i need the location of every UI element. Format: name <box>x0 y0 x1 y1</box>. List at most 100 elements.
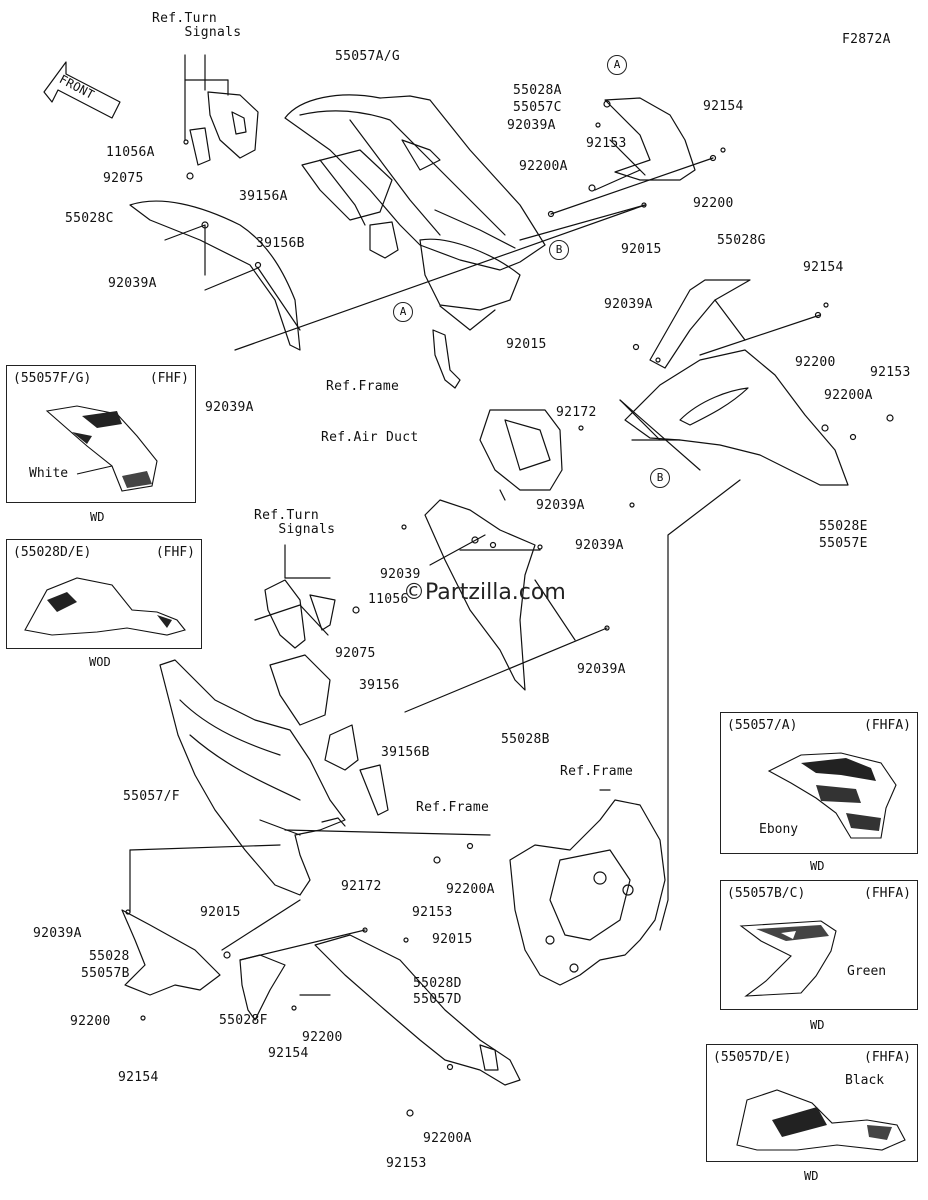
label-92200a-mid: 92200A <box>446 882 495 897</box>
inset-cowl-drawing <box>767 752 897 839</box>
label-ref-frame-top: Ref.Frame <box>326 379 400 394</box>
air-duct-part <box>479 409 635 508</box>
label-92015-mid: 92015 <box>506 337 547 352</box>
front-arrow-icon <box>43 61 121 119</box>
bracket-55028g-part <box>619 279 829 471</box>
callout-a-left: A <box>393 302 413 322</box>
label-55057e: 55057E <box>819 536 868 551</box>
label-92039a-airduct: 92039A <box>536 498 585 513</box>
inset-caption: WD <box>804 1169 819 1183</box>
label-55057d: 55057D <box>413 992 462 1007</box>
label-11056a: 11056A <box>106 145 155 160</box>
label-92153-mid: 92153 <box>412 905 453 920</box>
inset-box-55057de: (55057D/E) (FHFA) Black <box>706 1044 918 1162</box>
inset-box-55028de: (55028D/E) (FHF) <box>6 539 202 649</box>
label-39156b-top: 39156B <box>256 236 305 251</box>
inset-title: (55028D/E) <box>13 545 92 560</box>
label-92154-bottom: 92154 <box>268 1046 309 1061</box>
center-panel-55028b-part <box>401 499 610 713</box>
inset-cowl-drawing <box>45 405 158 492</box>
label-55028a: 55028A <box>513 83 562 98</box>
heat-shield-39156b <box>369 221 399 259</box>
label-92200-bottom-left: 92200 <box>70 1014 111 1029</box>
label-ref-turn-signals-top: Ref.Turn Signals <box>152 11 242 40</box>
inset-box-55057a: (55057/A) (FHFA) Ebony <box>720 712 918 854</box>
turn-signal-mid-part <box>254 544 360 649</box>
label-92200a-top: 92200A <box>519 159 568 174</box>
label-11056: 11056 <box>368 592 409 607</box>
label-92075-mid: 92075 <box>335 646 376 661</box>
label-92172-top: 92172 <box>556 405 597 420</box>
label-55028c: 55028C <box>65 211 114 226</box>
label-39156b-mid: 39156B <box>381 745 430 760</box>
label-92039a-top: 92039A <box>507 118 556 133</box>
label-92039a-left1: 92039A <box>108 276 157 291</box>
label-92153-bottom: 92153 <box>386 1156 427 1171</box>
label-55057f: 55057/F <box>123 789 180 804</box>
inset-code: (FHFA) <box>864 718 911 733</box>
inset-code: (FHFA) <box>864 1050 911 1065</box>
inset-belly-drawing <box>24 577 186 636</box>
inset-caption: WD <box>90 510 105 524</box>
label-92154-right: 92154 <box>803 260 844 275</box>
inset-code: (FHF) <box>155 545 195 560</box>
upper-right-cover-part <box>547 97 726 218</box>
inner-panel-part <box>419 238 521 389</box>
label-92200-bottom: 92200 <box>302 1030 343 1045</box>
label-ref-frame-right: Ref.Frame <box>560 764 634 779</box>
label-92200a-bottom: 92200A <box>423 1131 472 1146</box>
label-55028d: 55028D <box>413 976 462 991</box>
inset-code: (FHF) <box>149 371 189 386</box>
inset-code: (FHFA) <box>864 886 911 901</box>
label-92015-top: 92015 <box>621 242 662 257</box>
inset-color: White <box>29 466 69 481</box>
label-92039: 92039 <box>380 567 421 582</box>
inset-title: (55057B/C) <box>727 886 806 901</box>
label-92039a-left2: 92039A <box>205 400 254 415</box>
label-39156: 39156 <box>359 678 400 693</box>
lower-right-cowl-part <box>624 349 894 486</box>
inset-caption: WOD <box>89 655 111 669</box>
label-92200-right: 92200 <box>795 355 836 370</box>
label-92015-bottom1: 92015 <box>200 905 241 920</box>
label-ref-turn-signals-mid: Ref.Turn Signals <box>254 508 336 537</box>
lower-left-cowl-part <box>159 659 491 896</box>
label-92039a-bottom: 92039A <box>33 926 82 941</box>
label-92039a-right: 92039A <box>604 297 653 312</box>
inset-caption: WD <box>810 1018 825 1032</box>
label-ref-frame-mid: Ref.Frame <box>416 800 490 815</box>
label-55028f: 55028F <box>219 1013 268 1028</box>
frame-part <box>509 479 741 986</box>
label-55028e: 55028E <box>819 519 868 534</box>
lower-front-pieces-part <box>121 844 301 1021</box>
callout-b-right: B <box>650 468 670 488</box>
label-92200-top: 92200 <box>693 196 734 211</box>
heat-shield-39156b-lower <box>324 724 359 771</box>
label-ref-air-duct: Ref.Air Duct <box>321 430 419 445</box>
inset-title: (55057/A) <box>727 718 798 733</box>
label-92075-top: 92075 <box>103 171 144 186</box>
label-92153-right: 92153 <box>870 365 911 380</box>
inset-color: Ebony <box>759 822 799 837</box>
inset-belly-drawing <box>736 1089 906 1151</box>
inset-caption: WD <box>810 859 825 873</box>
callout-b-mid: B <box>549 240 569 260</box>
frame-bracket-part <box>359 764 389 816</box>
inset-panel-drawing <box>739 920 837 997</box>
label-92039a-center: 92039A <box>575 538 624 553</box>
inset-title: (55057D/E) <box>713 1050 792 1065</box>
label-39156a: 39156A <box>239 189 288 204</box>
label-92015-bottom2: 92015 <box>432 932 473 947</box>
label-55028: 55028 <box>89 949 130 964</box>
label-92154-top: 92154 <box>703 99 744 114</box>
inner-cover-55028c-part <box>129 200 301 351</box>
label-55028g: 55028G <box>717 233 766 248</box>
label-92172-bottom: 92172 <box>341 879 382 894</box>
inset-color: Green <box>847 964 887 979</box>
heat-shield-39156a <box>301 149 393 221</box>
inset-color: Black <box>845 1073 885 1088</box>
label-55028b: 55028B <box>501 732 550 747</box>
figure-id: F2872A <box>842 32 891 47</box>
inset-box-55057bc: (55057B/C) (FHFA) Green <box>720 880 918 1010</box>
